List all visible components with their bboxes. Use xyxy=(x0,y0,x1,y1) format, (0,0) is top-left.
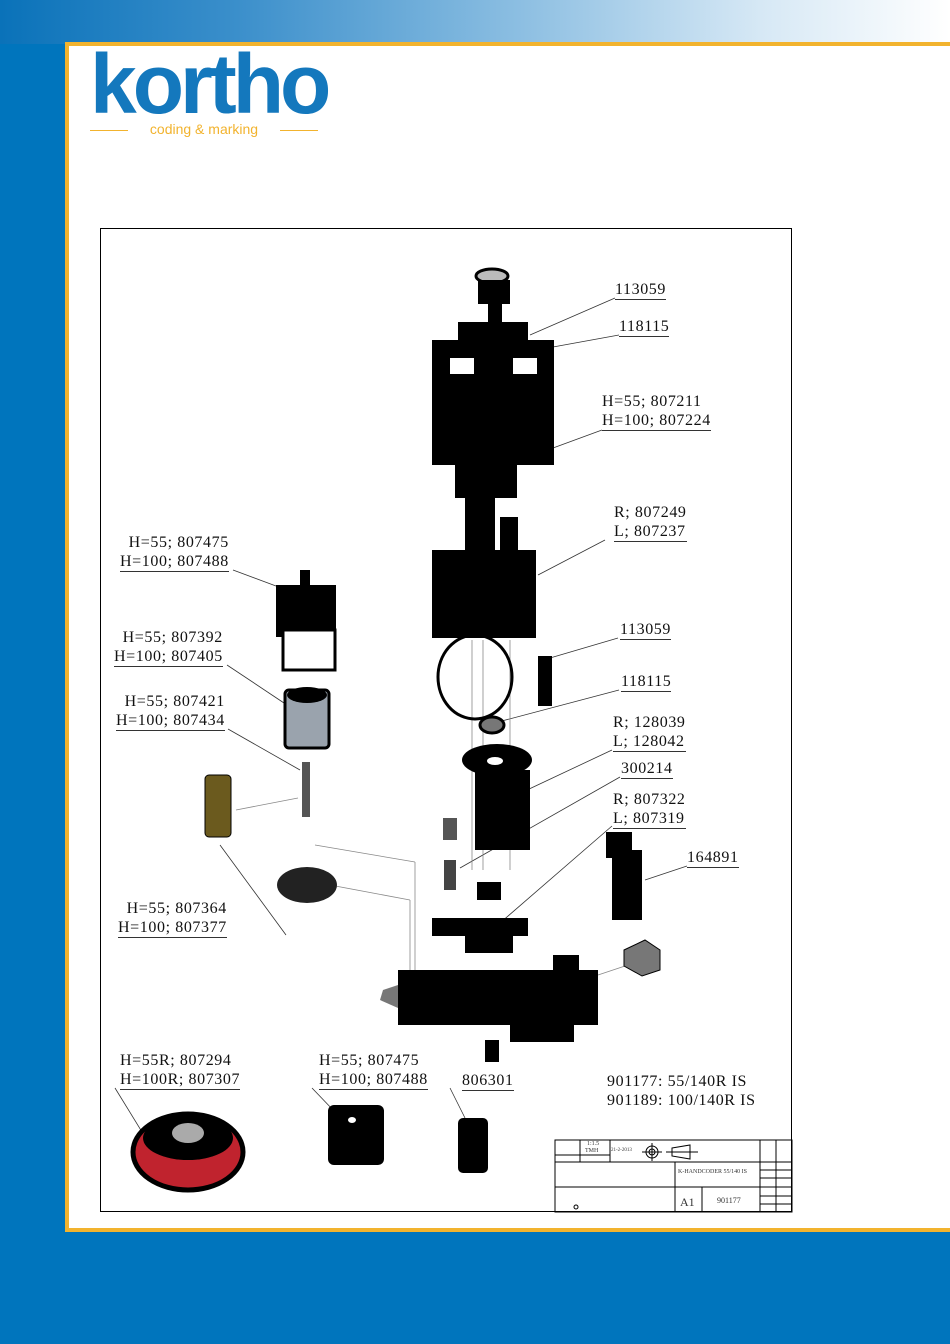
title-block-date: 21-2-2013 xyxy=(611,1148,632,1153)
title-block-title: K-HANDCODER 55/140 IS xyxy=(678,1169,747,1175)
callout-label: 300214 xyxy=(621,760,673,779)
parts xyxy=(130,267,661,1193)
title-block-drawing-number: 901177 xyxy=(717,1196,741,1205)
callout-label: 118115 xyxy=(621,673,672,692)
title-block-scale: 1:1.5 xyxy=(587,1141,600,1147)
title-block-drawn-by: TMH xyxy=(585,1148,599,1154)
callout-label: 113059 xyxy=(620,621,672,640)
callout-label: 164891 xyxy=(687,849,739,868)
leader-lines xyxy=(114,297,688,1146)
drawing-frame xyxy=(100,228,792,1212)
callout-label: 118115 xyxy=(619,318,670,337)
title-block-size: A1 xyxy=(680,1195,695,1209)
logo-tagline: coding & marking xyxy=(90,122,318,136)
callout-label: 806301 xyxy=(462,1072,514,1091)
kortho-logo: kortho coding & marking xyxy=(90,42,331,142)
callout-label: 113059 xyxy=(615,281,667,300)
title-block-grid xyxy=(554,1139,793,1213)
logo-wordmark: kortho xyxy=(90,37,331,131)
header-gradient-band xyxy=(0,0,950,44)
